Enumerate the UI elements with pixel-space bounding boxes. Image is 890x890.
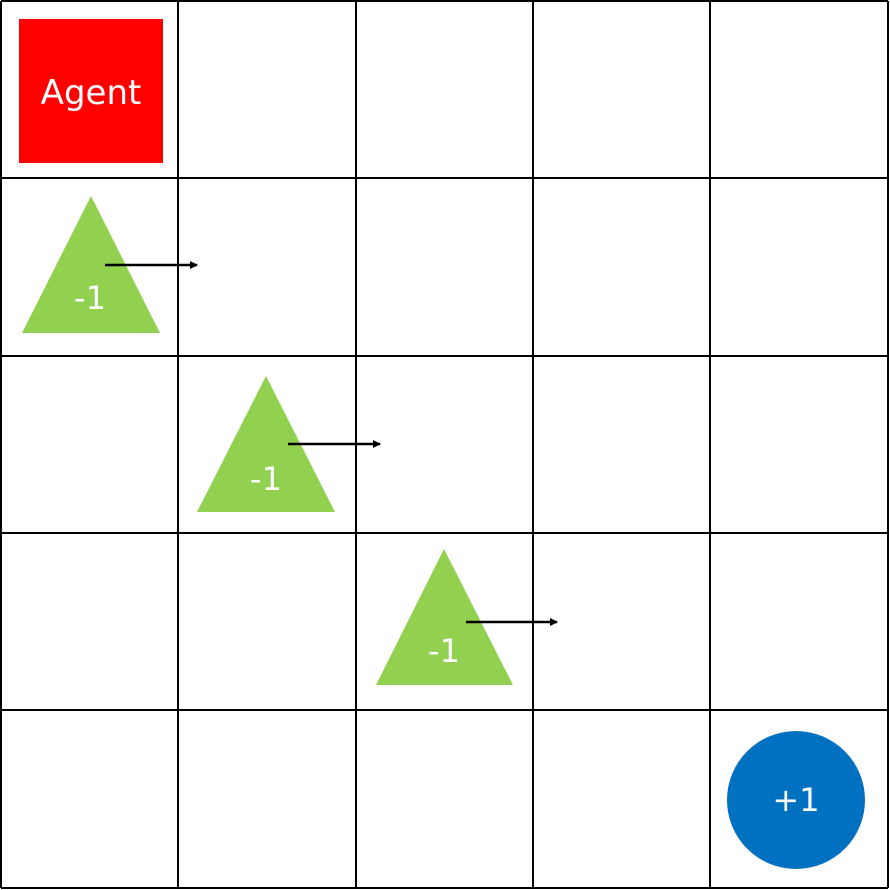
obstacle-label: -1: [250, 460, 282, 498]
goal-circle: [727, 731, 865, 869]
agent-tile: [19, 19, 163, 163]
obstacle-triangle: [22, 196, 160, 333]
obstacle-label: -1: [74, 279, 106, 317]
obstacle-triangle: [376, 549, 513, 685]
obstacle-triangle: [197, 376, 335, 512]
obstacle-label: -1: [428, 632, 460, 670]
goal-label: +1: [772, 781, 820, 819]
agent-label: Agent: [40, 73, 142, 113]
